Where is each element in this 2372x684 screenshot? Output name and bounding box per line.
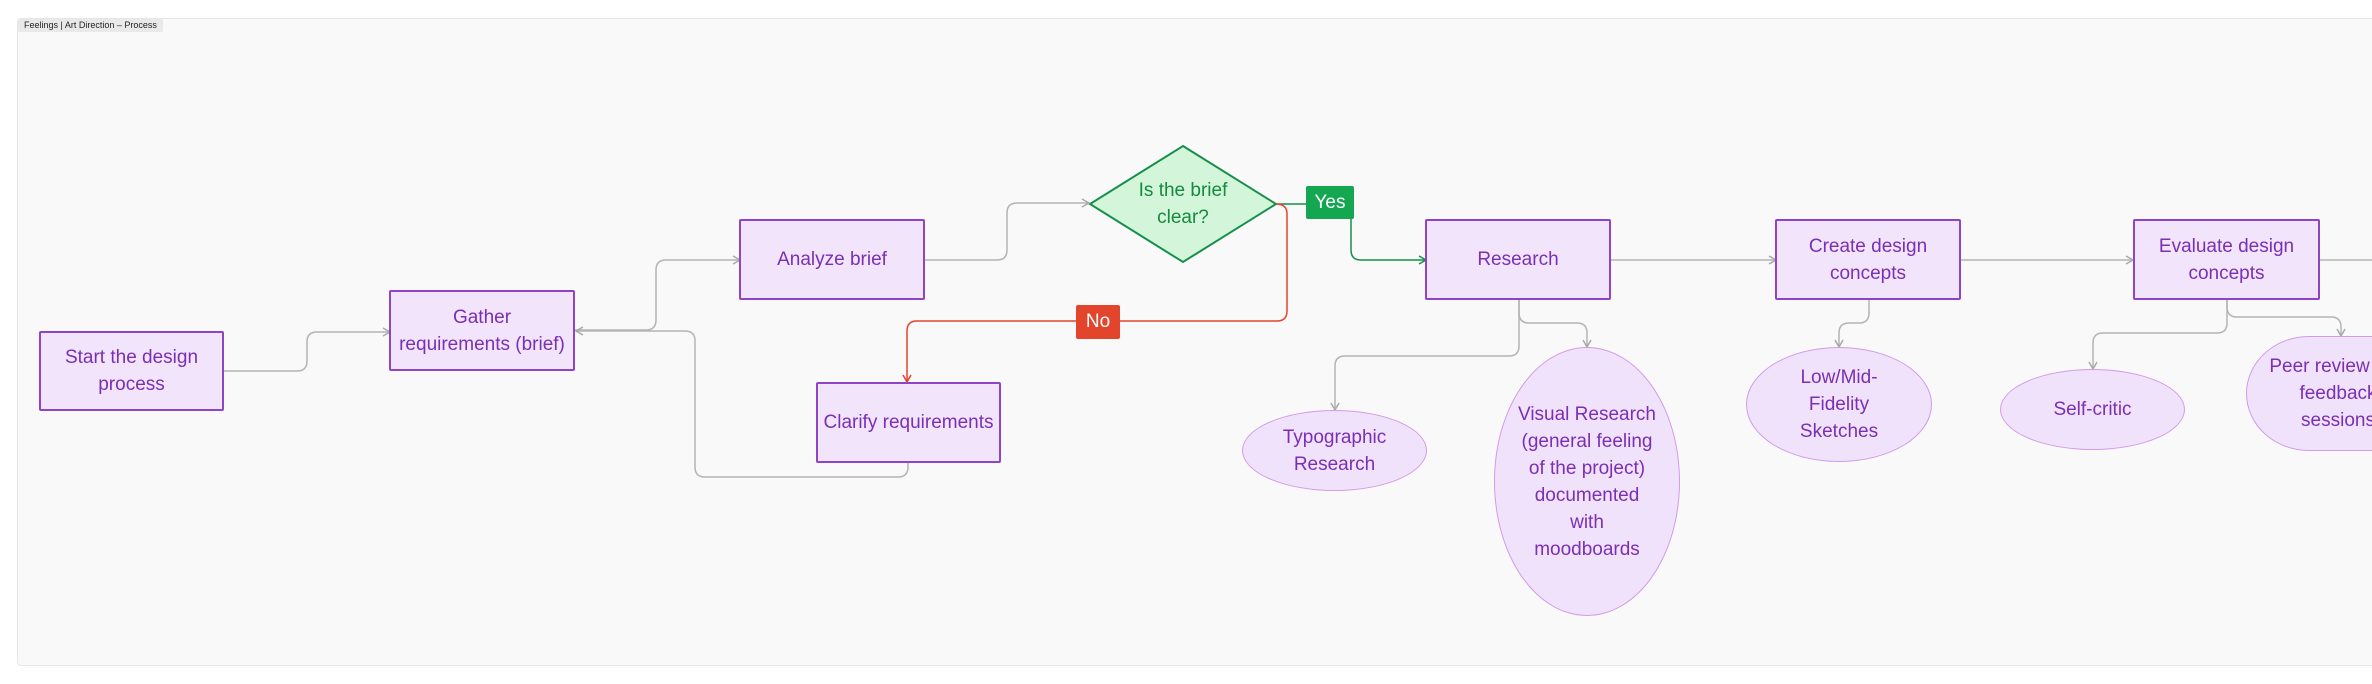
edge-create-sketches [1834,300,1870,349]
edge-analyze-decision [925,198,1091,261]
edge-evaluate-peer [2226,300,2346,338]
node-sketches-label: Low/Mid-Fidelity Sketches [1799,367,1879,442]
node-clarify-label: Clarify requirements [823,412,994,433]
node-sketches[interactable]: Low/Mid-Fidelity Sketches [1746,347,1932,462]
node-selfcritic[interactable]: Self-critic [2000,369,2185,450]
node-gather-label: Gather requirements (brief) [399,306,565,355]
node-start[interactable]: Start the design process [39,331,224,411]
edge-start-gather [223,327,392,372]
node-evaluate[interactable]: Evaluate design concepts [2133,219,2320,300]
node-start-label: Start the design process [64,347,199,395]
node-typographic-label: Typographic Research [1282,426,1387,475]
decision-label: Is the brief clear? [1138,180,1228,228]
node-visual[interactable]: Visual Research (general feeling of the … [1494,347,1680,616]
yes-badge: Yes [1306,186,1354,219]
node-analyze-label: Analyze brief [777,249,887,270]
no-badge: No [1076,305,1120,339]
edge-clarify-gather [574,326,909,478]
node-research[interactable]: Research [1425,219,1611,300]
node-analyze[interactable]: Analyze brief [739,219,925,300]
node-visual-label: Visual Research (general feeling of the … [1517,403,1656,560]
node-typographic[interactable]: Typographic Research [1242,410,1427,491]
edge-evaluate-selfcritic [2088,300,2228,371]
edge-research-visual [1518,300,1592,349]
node-create[interactable]: Create design concepts [1775,219,1961,300]
node-gather[interactable]: Gather requirements (brief) [389,290,575,371]
node-evaluate-label: Evaluate design concepts [2158,235,2295,284]
edge-decision-no [902,203,1288,384]
node-clarify[interactable]: Clarify requirements [816,382,1001,463]
edge-research-typographic [1330,300,1520,412]
node-peer-label: Peer review and feedback sessions [2269,356,2372,431]
node-selfcritic-label: Self-critic [2053,399,2132,420]
node-peer[interactable]: Peer review and feedback sessions [2246,336,2372,451]
decision-diamond[interactable] [1088,144,1278,264]
frame-label[interactable]: Feelings | Art Direction – Process [18,19,163,32]
node-research-label: Research [1477,249,1559,270]
node-create-label: Create design concepts [1808,235,1928,284]
edge-gather-analyze [575,255,742,331]
